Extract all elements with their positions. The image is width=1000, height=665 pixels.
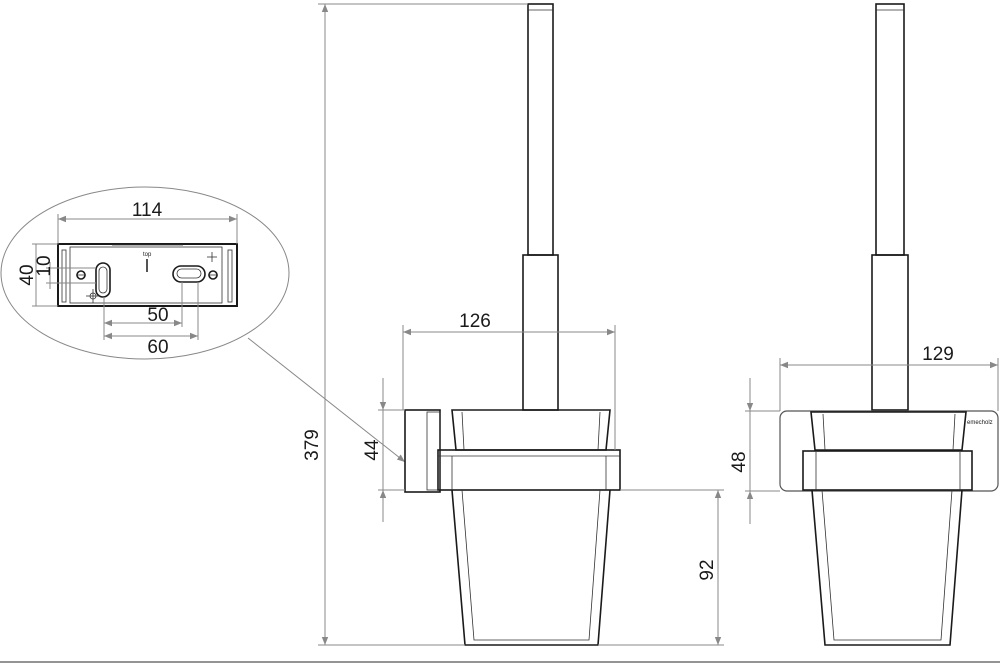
top-marking: top xyxy=(143,252,152,258)
handle-rod-front xyxy=(875,3,905,256)
horizontal-slot xyxy=(172,265,206,283)
dim-44: 44 xyxy=(362,439,383,461)
dim-10: 10 xyxy=(34,255,55,276)
backplate xyxy=(779,410,999,492)
vertical-slot xyxy=(95,262,111,298)
handle-rod xyxy=(527,3,554,256)
brand-logo: emecholz xyxy=(967,420,993,426)
side-view: 379 126 44 92 xyxy=(302,3,724,646)
dim-60: 60 xyxy=(147,337,168,358)
collar-front xyxy=(802,450,973,491)
dim-40: 40 xyxy=(17,264,38,285)
glass-cup xyxy=(451,489,611,646)
dim-50: 50 xyxy=(147,305,168,326)
wall-bracket xyxy=(404,409,441,493)
collar xyxy=(437,449,621,491)
dim-92: 92 xyxy=(697,559,718,580)
dim-48: 48 xyxy=(729,451,750,472)
front-view: emecholz 129 48 xyxy=(729,3,999,646)
dim-129: 129 xyxy=(922,344,954,365)
bracket-detail: top 114 40 10 50 60 xyxy=(0,186,406,463)
dim-114: 114 xyxy=(132,200,163,221)
dim-379: 379 xyxy=(302,429,323,461)
dim-126: 126 xyxy=(459,311,491,332)
